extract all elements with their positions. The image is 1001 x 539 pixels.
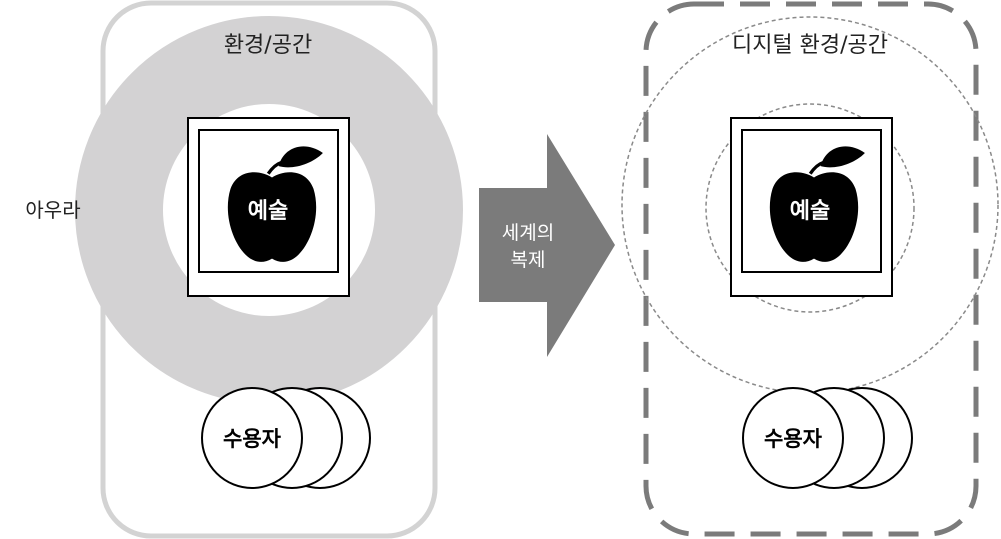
digital-environment-label: 디지털 환경/공간 [732, 33, 888, 58]
art-label: 예술 [248, 199, 288, 224]
arrow-label-line1: 세계의 [502, 222, 554, 244]
arrow-shape [479, 134, 615, 357]
replication-arrow: 세계의 복제 [479, 134, 615, 357]
art-label: 예술 [790, 199, 830, 224]
artwork: 예술 [187, 117, 350, 297]
environment-label: 환경/공간 [224, 33, 312, 58]
inner-dotted-circle [705, 103, 915, 313]
audience-label: 수용자 [223, 427, 282, 451]
audience-circle [201, 387, 303, 489]
digital-environment-frame [643, 1, 979, 537]
artwork: 예술 [730, 117, 893, 297]
aura-label: 아우라 [25, 198, 80, 222]
right-panel: 디지털 환경/공간 예술 수용자 [621, 1, 999, 537]
audience-circle [742, 387, 844, 489]
aura-ring [75, 16, 463, 404]
audience-group: 수용자 [742, 387, 913, 489]
audience-group: 수용자 [201, 387, 371, 489]
left-panel: 환경/공간 아우라 예술 수용자 [25, 0, 463, 539]
arrow-label-line2: 복제 [511, 249, 546, 271]
audience-label: 수용자 [764, 427, 823, 451]
